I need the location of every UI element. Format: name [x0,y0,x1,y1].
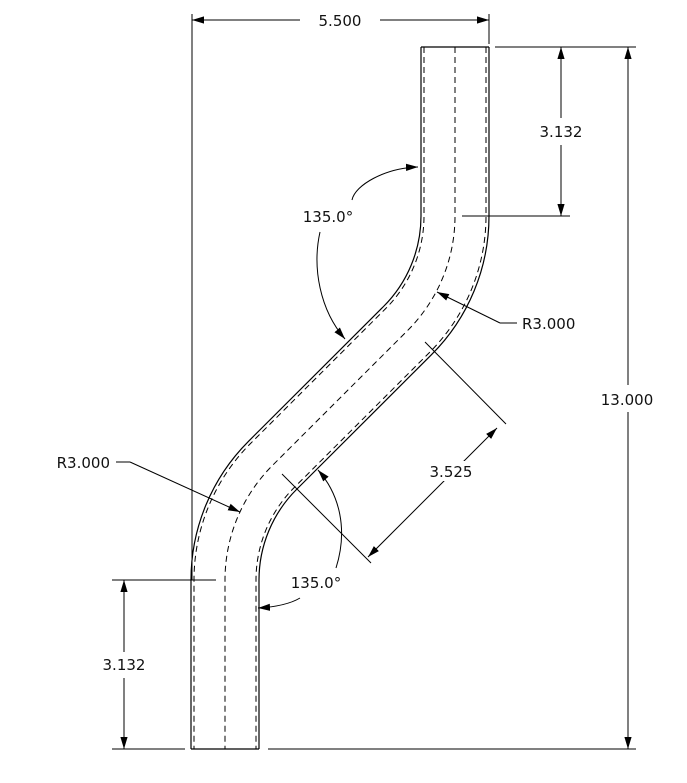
dimension-overall-width: 5.500 [192,12,489,30]
top-angle-label: 135.0° [303,208,353,226]
tube-wall [190,47,422,749]
dimension-top-angle: 135.0° [303,163,419,340]
bottom-angle-label: 135.0° [291,574,341,592]
top-straight-label: 3.132 [540,123,583,141]
tube-hidden-line [255,47,487,749]
overall-width-label: 5.500 [319,12,362,30]
tube-wall [258,47,490,749]
extension-lines [112,14,636,750]
dimension-bottom-straight: 3.132 [103,580,146,749]
dimension-overall-height: 13.000 [601,47,654,749]
dimension-top-straight: 3.132 [540,47,583,216]
top-radius-label: R3.000 [522,315,575,333]
tube-outline [190,46,490,750]
tube-hidden-line [224,47,456,749]
dimension-diagonal: 3.525 [367,427,498,558]
bottom-straight-label: 3.132 [103,656,146,674]
overall-height-label: 13.000 [601,391,654,409]
bottom-radius-label: R3.000 [57,454,110,472]
tube-hidden-line [193,47,425,749]
diagonal-length-label: 3.525 [430,463,473,481]
radius-callout-top: R3.000 [436,291,575,333]
radius-callout-bottom: R3.000 [57,454,241,513]
dimension-bottom-angle: 135.0° [257,469,342,611]
